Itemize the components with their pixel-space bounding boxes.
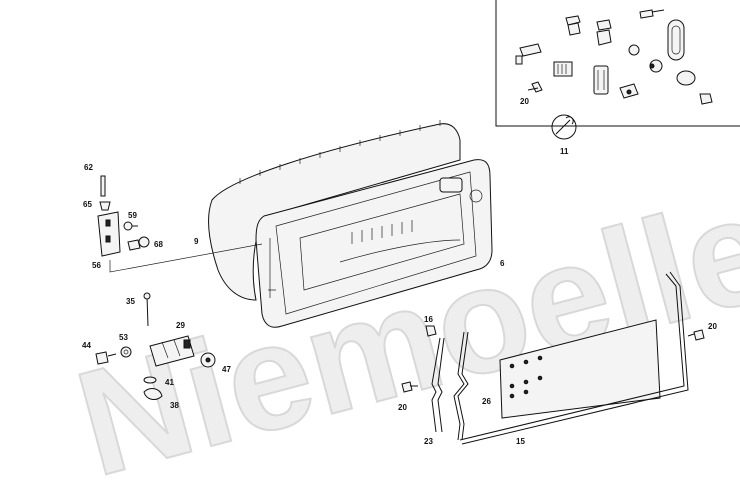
fasteners-inset: 20 11 [495,0,740,156]
part-20-clip-right [687,329,705,341]
door-inner-frame [255,159,493,328]
part-seal-2 [453,331,469,441]
inset-small-clip [699,93,713,105]
part-35-pin [143,292,151,327]
callout-29: 29 [176,321,185,330]
callout-56: 56 [92,261,101,270]
part-16-clip [425,325,437,337]
callout-38: 38 [170,401,179,410]
callout-9: 9 [194,237,199,246]
part-65-clip [99,201,111,211]
inset-clip-4 [553,61,573,77]
callout-53: 53 [119,333,128,342]
inset-grommet [667,19,685,61]
part-38-cap [143,388,163,400]
part-44-bolt [95,351,117,365]
inset-knob [628,44,663,73]
inset-round-clip [676,70,696,86]
inset-pin-20 [527,81,543,93]
inset-clip-3 [515,43,542,65]
part-29-latch [149,335,195,367]
inset-clip-5 [593,65,609,95]
callout-15: 15 [516,437,525,446]
callout-62: 62 [84,163,93,172]
callout-41: 41 [165,378,174,387]
callout-23: 23 [424,437,433,446]
callout-35: 35 [126,297,135,306]
part-23-seal [431,337,445,433]
callout-26: 26 [482,397,491,406]
part-59-screw [123,221,138,231]
callout-16: 16 [424,315,433,324]
callout-20-right: 20 [708,322,717,331]
part-56-bracket [97,211,121,257]
part-26-panel [499,319,661,419]
inset-clip-2 [596,19,612,46]
inset-clip-1 [565,15,581,36]
inset-screw [639,9,665,19]
callout-20-mid: 20 [398,403,407,412]
callout-6: 6 [500,259,505,268]
part-41-nut [143,376,157,384]
part-20-clip-mid [401,381,418,393]
callout-44: 44 [82,341,91,350]
part-47-bushing [200,352,216,368]
part-62-rod [100,175,106,197]
inset-clip-6 [619,83,639,99]
callout-47: 47 [222,365,231,374]
part-68-bolt [127,236,150,251]
leader-56-door [109,243,263,273]
callout-11: 11 [560,147,569,156]
part-15-seal-strip [459,271,689,445]
callout-68: 68 [154,240,163,249]
callout-65: 65 [83,200,92,209]
callout-59: 59 [128,211,137,220]
wrench-icon [551,114,577,140]
callout-20-inset: 20 [520,97,529,106]
part-53-washer [120,346,132,358]
